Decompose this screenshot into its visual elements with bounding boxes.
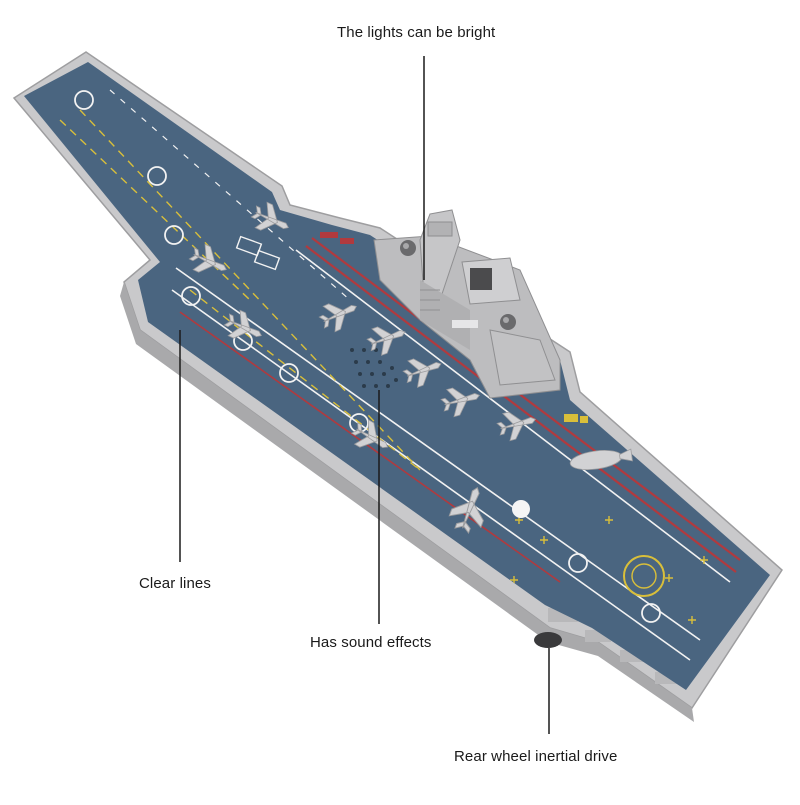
callout-clear-lines: Clear lines xyxy=(139,575,211,592)
rear-wheel xyxy=(534,632,562,648)
callout-rear-wheel-drive: Rear wheel inertial drive xyxy=(454,748,618,765)
deck-markings xyxy=(59,89,741,661)
callout-leader-lines xyxy=(179,56,550,734)
flight-deck xyxy=(24,62,770,690)
callout-sound-effects: Has sound effects xyxy=(310,634,432,651)
aircraft-models xyxy=(188,201,633,535)
hull-side xyxy=(120,282,694,722)
island-superstructure xyxy=(373,209,561,399)
callout-lights-bright: The lights can be bright xyxy=(337,24,496,41)
